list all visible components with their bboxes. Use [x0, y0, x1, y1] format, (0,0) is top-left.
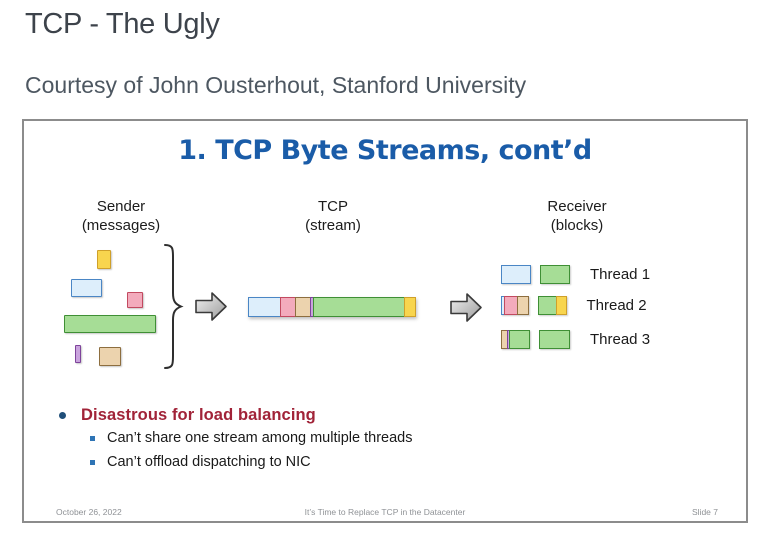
tcp-stream-bar	[248, 297, 416, 317]
flow-arrow-icon	[450, 293, 482, 322]
sub-bullet-text: Can’t offload dispatching to NIC	[107, 454, 311, 470]
page-title: TCP - The Ugly	[25, 8, 220, 40]
receiver-thread-row: Thread 2	[501, 296, 647, 315]
sender-label: Sender	[96, 198, 146, 215]
bullet-dot-icon	[59, 412, 66, 419]
sender-message-block	[99, 347, 121, 366]
receiver-block	[538, 296, 567, 315]
main-bullet-text: Disastrous for load balancing	[81, 406, 316, 424]
sender-message-block	[97, 250, 111, 269]
receiver-thread-row: Thread 3	[501, 330, 650, 349]
receiver-label: Receiver	[547, 198, 607, 215]
receiver-column-header: Receiver (blocks)	[507, 197, 647, 235]
tcp-column-header: TCP (stream)	[263, 197, 403, 235]
sub-bullet-text: Can’t share one stream among multiple th…	[107, 430, 413, 446]
stream-segment	[248, 297, 281, 317]
sub-bullet: Can’t share one stream among multiple th…	[90, 430, 412, 446]
slide-title: 1. TCP Byte Streams, cont’d	[178, 135, 592, 166]
receiver-block-segment	[555, 296, 567, 315]
stream-segment	[313, 297, 405, 317]
slide-footer: October 26, 2022 It’s Time to Replace TC…	[24, 507, 746, 521]
receiver-thread-row: Thread 1	[501, 265, 650, 284]
receiver-block-segment	[517, 296, 529, 315]
sub-bullet: Can’t offload dispatching to NIC	[90, 454, 311, 470]
flow-arrow-icon	[195, 292, 227, 321]
tcp-label: TCP	[318, 198, 348, 215]
receiver-block	[501, 330, 530, 349]
sender-message-block	[71, 279, 102, 297]
thread-label: Thread 2	[586, 297, 647, 314]
bullet-square-icon	[90, 435, 95, 441]
thread-label: Thread 3	[590, 331, 651, 348]
curly-brace	[164, 244, 184, 369]
sender-message-block	[75, 345, 81, 363]
tcp-sublabel: (stream)	[305, 217, 361, 234]
receiver-block-segment	[539, 330, 570, 349]
embedded-slide: 1. TCP Byte Streams, cont’d Sender (mess…	[22, 119, 748, 523]
receiver-block	[540, 265, 570, 284]
page-subtitle: Courtesy of John Ousterhout, Stanford Un…	[25, 72, 527, 98]
receiver-block-segment	[501, 265, 531, 284]
thread-label: Thread 1	[590, 266, 651, 283]
sender-sublabel: (messages)	[81, 217, 161, 234]
sender-message-block	[64, 315, 156, 333]
sender-column-header: Sender (messages)	[51, 197, 191, 235]
receiver-sublabel: (blocks)	[550, 217, 604, 234]
footer-deck-title: It’s Time to Replace TCP in the Datacent…	[304, 507, 466, 517]
receiver-block	[501, 296, 529, 315]
stream-segment	[279, 297, 297, 317]
receiver-block-segment	[540, 265, 570, 284]
sender-message-block	[127, 292, 143, 308]
receiver-block-segment	[538, 296, 557, 315]
bullet-square-icon	[90, 459, 95, 465]
footer-slide-number: Slide 7	[692, 507, 718, 517]
footer-date: October 26, 2022	[56, 507, 122, 517]
main-bullet: Disastrous for load balancing	[59, 406, 316, 425]
receiver-block	[539, 330, 570, 349]
stream-segment	[403, 297, 416, 317]
receiver-block	[501, 265, 531, 284]
receiver-block-segment	[509, 330, 530, 349]
